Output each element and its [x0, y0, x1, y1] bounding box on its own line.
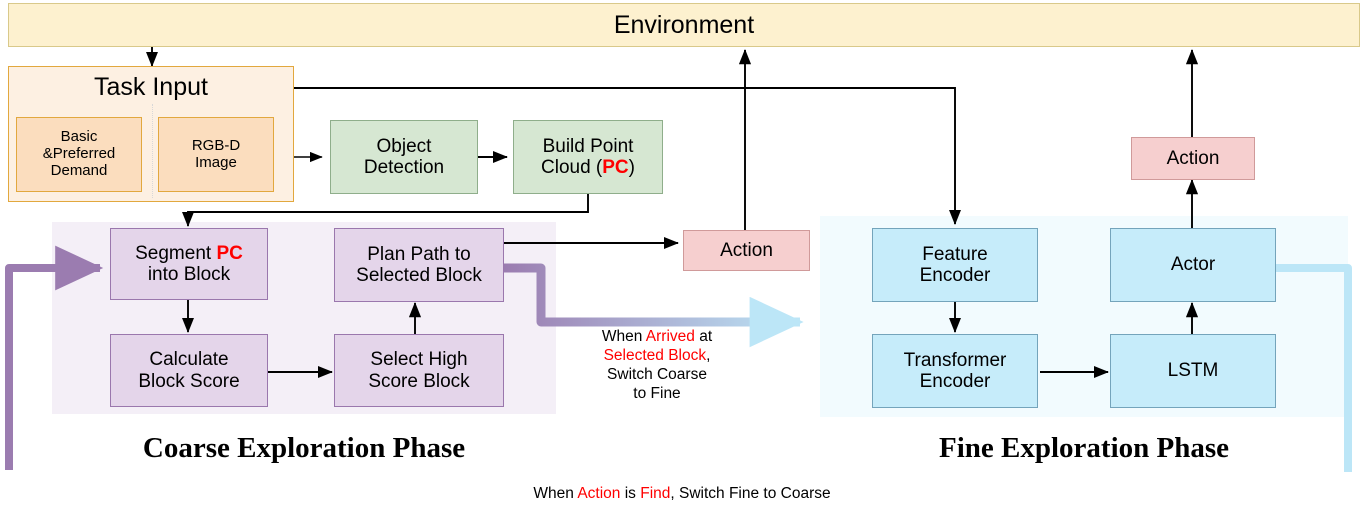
caption-hl-action: Action [577, 485, 621, 502]
action-center-box[interactable]: Action [683, 230, 810, 271]
plan-path-line-1: Plan Path to [367, 243, 471, 265]
plan-path-to-selected-block-box[interactable]: Plan Path to Selected Block [334, 228, 504, 302]
coarse-phase-title: Coarse Exploration Phase [142, 432, 466, 464]
object-detection-box[interactable]: Object Detection [330, 120, 478, 194]
task-input-divider [152, 104, 153, 198]
build-point-cloud-box[interactable]: Build Point Cloud (PC) [513, 120, 663, 194]
select-line-2: Score Block [368, 370, 470, 392]
select-line-1: Select High [370, 349, 468, 371]
caption-pre: When [533, 485, 578, 502]
environment-box[interactable]: Environment [8, 3, 1360, 47]
build-point-cloud-line-1: Build Point [542, 135, 634, 157]
actor-label: Actor [1170, 254, 1216, 276]
note-line-4: to Fine [633, 384, 681, 402]
segment-line-2: into Block [147, 264, 231, 285]
plan-path-line-2: Selected Block [356, 265, 482, 286]
lstm-label: LSTM [1167, 360, 1219, 382]
rgbd-line-2: Image [195, 153, 237, 171]
note-line-2: Selected Block, [562, 347, 752, 366]
note-l2-hl: Selected Block [603, 346, 707, 364]
task-input-title: Task Input [94, 73, 208, 101]
action-right-box[interactable]: Action [1131, 137, 1255, 180]
action-center-label: Action [720, 239, 773, 261]
select-high-score-block-box[interactable]: Select High Score Block [334, 334, 504, 407]
note-line-1: When Arrived at [562, 328, 752, 347]
segment-pc-into-block-box[interactable]: Segment PC into Block [110, 228, 268, 300]
calculate-block-score-box[interactable]: Calculate Block Score [110, 334, 268, 407]
segment-pc-highlight: PC [216, 242, 243, 264]
object-detection-line-2: Detection [363, 157, 445, 178]
lstm-box[interactable]: LSTM [1110, 334, 1276, 408]
coarse-to-fine-note: When Arrived at Selected Block, Switch C… [562, 328, 752, 404]
bpc-tail-post: ) [628, 157, 635, 178]
bpc-tail-pre: Cloud ( [541, 157, 603, 178]
caption-mid: is [620, 485, 641, 502]
caption-post: , Switch Fine to Coarse [670, 485, 831, 502]
transformer-encoder-box[interactable]: Transformer Encoder [872, 334, 1038, 408]
note-l1-pre: When [601, 328, 646, 345]
segment-pre: Segment [135, 242, 217, 264]
basic-preferred-demand-box[interactable]: Basic &Preferred Demand [16, 117, 142, 192]
demand-line-3: Demand [50, 161, 108, 179]
actor-box[interactable]: Actor [1110, 228, 1276, 302]
transformer-encoder-line-2: Encoder [919, 371, 991, 392]
note-l1-hl: Arrived [645, 328, 695, 345]
rgbd-image-box[interactable]: RGB-D Image [158, 117, 274, 192]
demand-line-1: Basic [60, 128, 98, 146]
pc-highlight: PC [602, 157, 629, 178]
note-l2-post: , [706, 346, 711, 364]
note-line-3: Switch Coarse [607, 365, 707, 383]
build-point-cloud-line-2: Cloud (PC) [541, 157, 635, 178]
feature-encoder-box[interactable]: Feature Encoder [872, 228, 1038, 302]
environment-label: Environment [613, 11, 755, 39]
caption-hl-find: Find [640, 485, 671, 502]
note-l1-post: at [694, 328, 713, 345]
fine-to-coarse-caption: When Action is Find, Switch Fine to Coar… [0, 485, 1364, 503]
fine-phase-title: Fine Exploration Phase [938, 432, 1229, 464]
rgbd-line-1: RGB-D [191, 136, 241, 154]
feature-encoder-line-2: Encoder [919, 265, 991, 286]
object-detection-line-1: Object [376, 135, 432, 157]
segment-line-1: Segment PC [135, 243, 243, 264]
transformer-encoder-line-1: Transformer [903, 349, 1007, 371]
action-right-label: Action [1166, 147, 1220, 169]
feature-encoder-line-1: Feature [922, 243, 988, 265]
calculate-line-2: Block Score [138, 370, 240, 392]
calculate-line-1: Calculate [149, 349, 229, 371]
demand-line-2: &Preferred [42, 145, 116, 163]
